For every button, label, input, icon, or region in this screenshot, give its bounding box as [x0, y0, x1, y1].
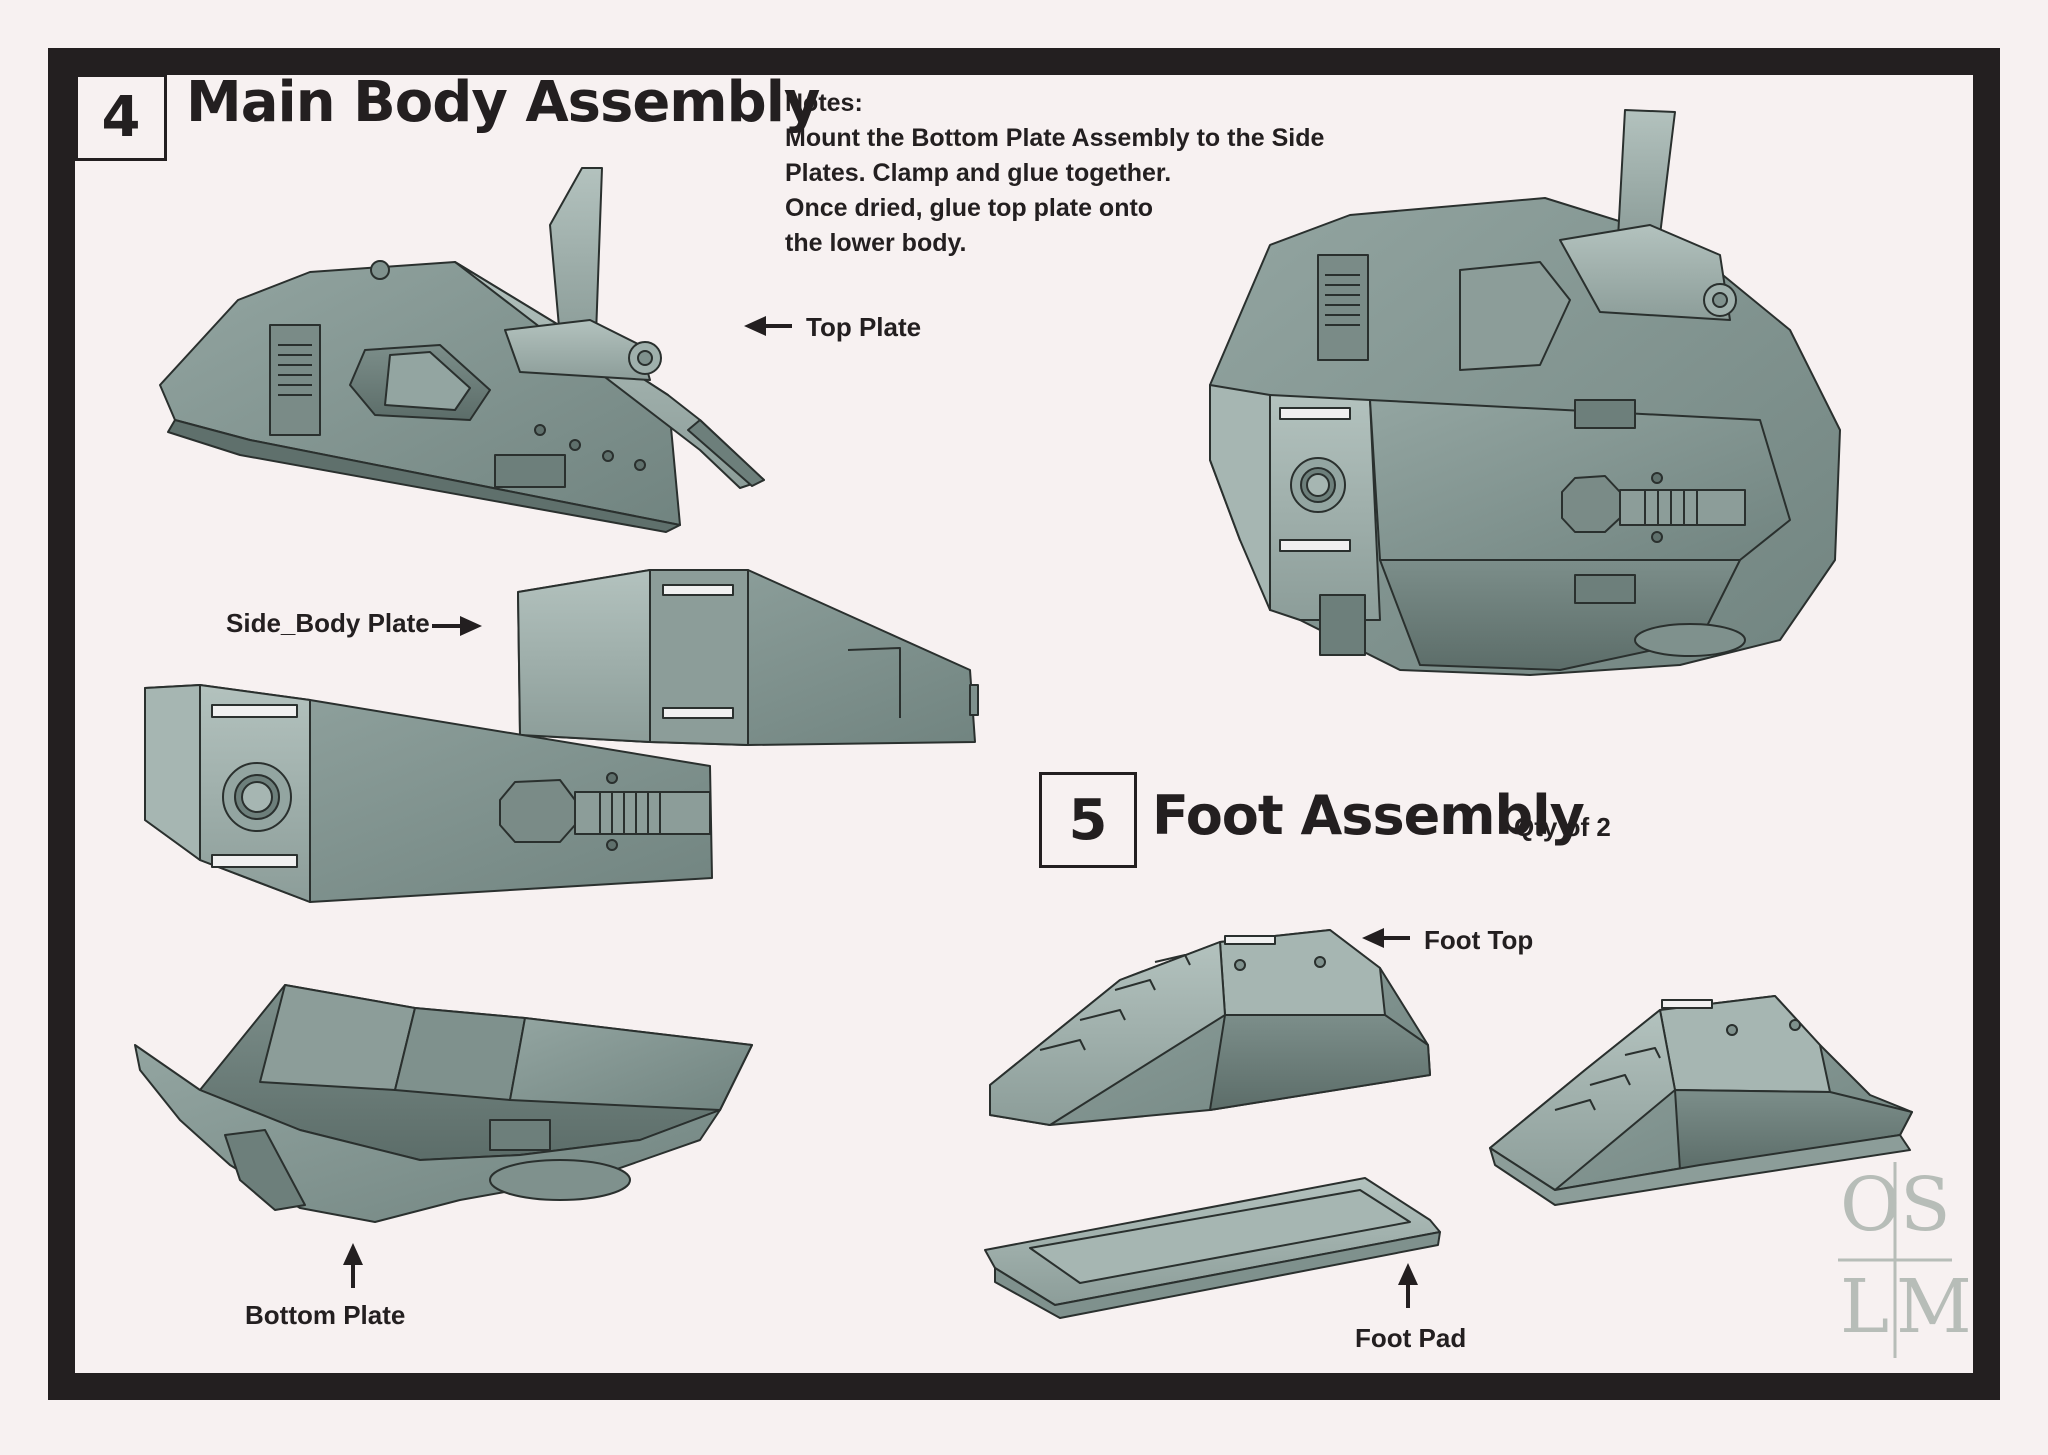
arrow-left-icon [744, 316, 792, 336]
notes-line-3: Once dried, glue top plate onto [785, 194, 1154, 222]
arrow-right-icon [432, 616, 482, 636]
step-5-title: Foot Assembly [1152, 784, 1585, 847]
watermark-letter-l: L [1840, 1264, 1890, 1350]
step-4-number-box: 4 [75, 74, 167, 161]
oslm-watermark: O S L M [1838, 1162, 1972, 1358]
foot-top-part-right [1489, 995, 1913, 1206]
foot-top-label: Foot Top [1424, 925, 1534, 955]
watermark-grid [1838, 1162, 1952, 1358]
side-body-plate-label: Side_Body Plate [226, 608, 430, 638]
foot-top-part-left [989, 929, 1431, 1126]
notes-line-4: the lower body. [785, 229, 967, 257]
arrow-up-icon [343, 1243, 363, 1288]
step-5-number-box: 5 [1039, 772, 1137, 868]
step-5-qty: Qty of 2 [1514, 812, 1611, 842]
notes-block: Notes: Mount the Bottom Plate Assembly t… [785, 86, 1324, 261]
notes-heading: Notes: [785, 89, 863, 117]
side-body-plate-upper [517, 569, 979, 746]
watermark-letter-s: S [1900, 1162, 1951, 1248]
watermark-letter-o: O [1840, 1162, 1901, 1248]
foot-pad-part [984, 1177, 1441, 1319]
foot-pad-label: Foot Pad [1355, 1323, 1467, 1353]
top-plate-part [159, 167, 765, 533]
bottom-plate-part [134, 984, 753, 1223]
top-plate-label: Top Plate [806, 312, 922, 342]
assembled-body [1209, 109, 1841, 676]
bottom-plate-label: Bottom Plate [245, 1300, 406, 1330]
step-4-number: 4 [101, 85, 141, 150]
arrow-left-icon [1362, 928, 1410, 948]
arrow-up-icon [1398, 1263, 1418, 1308]
step-4-title: Main Body Assembly [186, 70, 820, 135]
notes-line-1: Mount the Bottom Plate Assembly to the S… [785, 124, 1325, 152]
notes-line-2: Plates. Clamp and glue together. [785, 159, 1172, 187]
side-body-plate-lower [144, 684, 713, 903]
watermark-letter-m: M [1896, 1264, 1972, 1350]
step-5-number: 5 [1068, 787, 1108, 853]
